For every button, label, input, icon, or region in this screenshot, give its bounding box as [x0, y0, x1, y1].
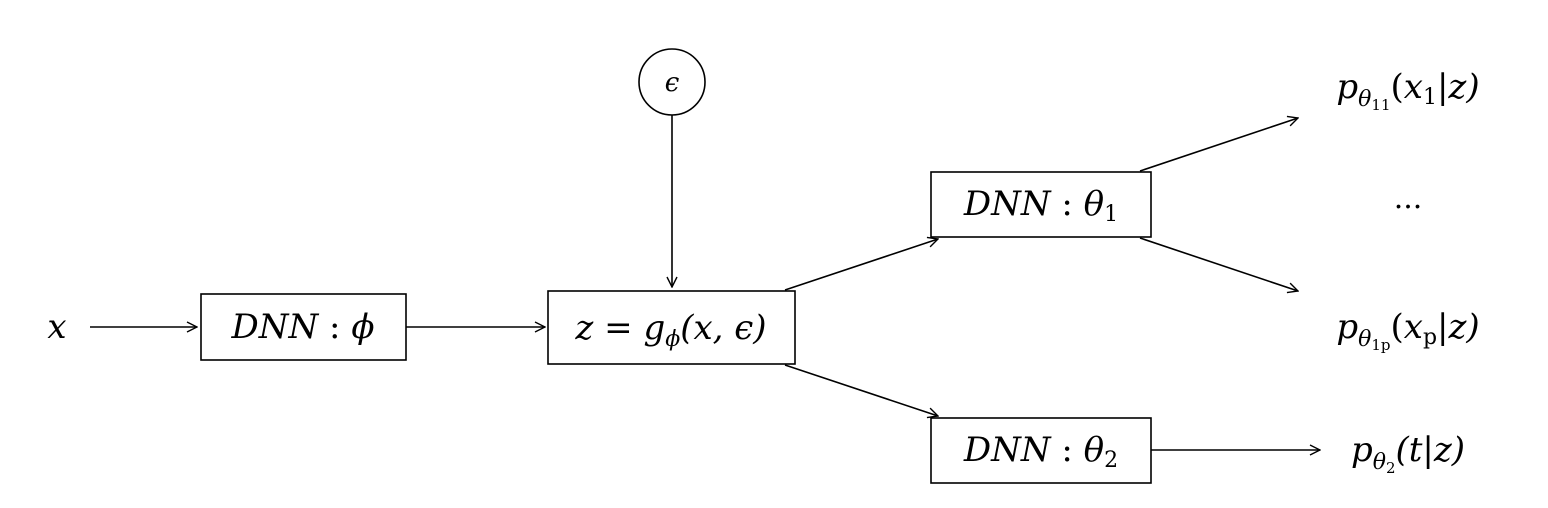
output-last-var-sub: p	[1423, 325, 1437, 350]
decoder1-name: DNN	[963, 184, 1052, 224]
output-first-sub: θ	[1358, 87, 1371, 112]
latent-eq: =	[593, 308, 643, 348]
encoder-name: DNN	[230, 307, 319, 347]
edge-latent-to-decoder1	[784, 239, 938, 291]
edge-latent-to-decoder2	[784, 364, 938, 416]
edge-decoder1-to-out-last	[1139, 237, 1298, 291]
decoder2-param-sub: 2	[1104, 448, 1118, 473]
output-last-paren: (	[1390, 307, 1403, 347]
output-last-var: x	[1404, 307, 1423, 347]
decoder1-param: θ	[1084, 184, 1104, 224]
input-x: x	[47, 307, 66, 347]
output-last-cond: |z)	[1437, 307, 1480, 347]
svg-text:DNN : θ1: DNN : θ1	[963, 184, 1118, 227]
output-target: pθ2(t|z)	[1351, 430, 1465, 477]
latent-args: (x, ϵ)	[680, 308, 766, 348]
output-first-p: p	[1336, 67, 1358, 107]
output-first-var-sub: 1	[1423, 85, 1437, 110]
decoder2-sep: :	[1051, 430, 1084, 470]
latent-lhs: z	[574, 308, 594, 348]
noise-epsilon: ϵ	[665, 68, 680, 98]
decoder2-name: DNN	[963, 430, 1052, 470]
output-ellipsis: ...	[1394, 181, 1423, 216]
output-first-cond: |z)	[1437, 67, 1480, 107]
output-target-subsub: 2	[1386, 459, 1396, 477]
decoder1-param-sub: 1	[1104, 202, 1118, 227]
latent-fn: g	[643, 308, 665, 348]
svg-text:z = gϕ(x, ϵ): z = gϕ(x, ϵ)	[574, 308, 766, 352]
svg-text:DNN : θ2: DNN : θ2	[963, 430, 1118, 473]
output-target-rest: (t|z)	[1396, 430, 1466, 470]
output-first-var: x	[1404, 67, 1423, 107]
decoder1-node: DNN : θ1	[930, 171, 1152, 238]
output-last-sub: θ	[1358, 327, 1371, 352]
decoder2-node: DNN : θ2	[930, 417, 1152, 484]
output-first: pθ11(x1|z)	[1336, 67, 1479, 114]
output-last-subsub: 1p	[1371, 336, 1390, 354]
output-first-subsub: 11	[1371, 96, 1390, 114]
edge-decoder1-to-out-first	[1139, 118, 1298, 172]
output-target-sub: θ	[1373, 450, 1386, 475]
latent-fn-sub: ϕ	[665, 327, 680, 352]
latent-node: z = gϕ(x, ϵ)	[547, 290, 796, 365]
output-first-paren: (	[1391, 67, 1404, 107]
decoder2-param: θ	[1084, 430, 1104, 470]
encoder-param: ϕ	[351, 307, 374, 347]
encoder-node: DNN : ϕ	[200, 293, 407, 361]
noise-node: ϵ	[638, 48, 706, 116]
decoder1-sep: :	[1051, 184, 1084, 224]
encoder-sep: :	[318, 307, 351, 347]
svg-text:DNN : ϕ: DNN : ϕ	[230, 307, 374, 347]
output-target-p: p	[1351, 430, 1373, 470]
output-last: pθ1p(xp|z)	[1336, 307, 1479, 354]
output-last-p: p	[1336, 307, 1358, 347]
